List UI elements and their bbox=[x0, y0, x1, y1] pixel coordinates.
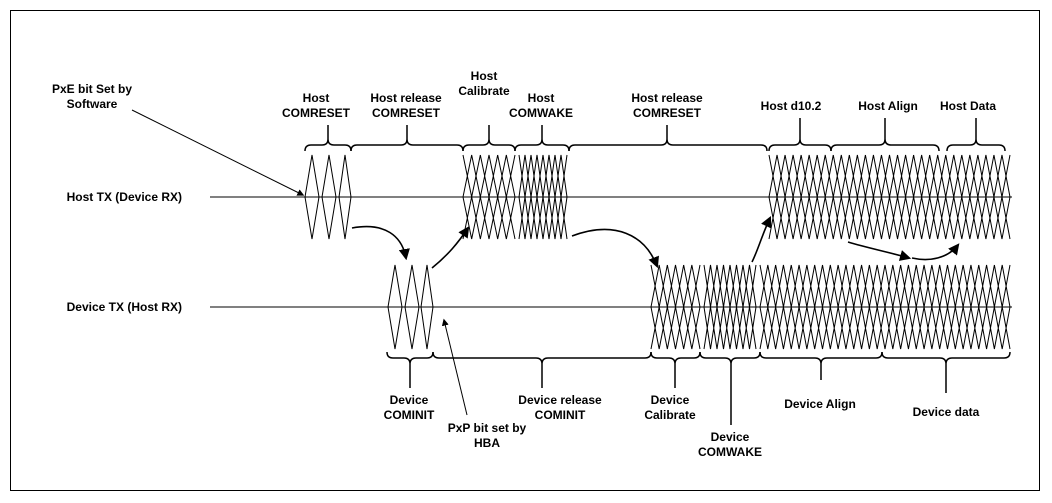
device-tx-label: Device TX (Host RX) bbox=[67, 300, 182, 314]
pxe-label: Software bbox=[67, 97, 118, 111]
device-release-cominit-label: COMINIT bbox=[535, 408, 586, 422]
host-release-comreset-label-2: Host release bbox=[631, 91, 703, 105]
device-calibrate-burst bbox=[650, 264, 701, 350]
diagram-frame bbox=[10, 10, 1040, 491]
host-comwake-label: Host bbox=[528, 91, 555, 105]
brace-host-comwake bbox=[514, 138, 570, 152]
brace-device-align bbox=[759, 351, 883, 365]
host-calibrate-burst bbox=[462, 154, 516, 240]
brace-device-release bbox=[432, 351, 652, 365]
host-comreset-label: Host bbox=[303, 91, 330, 105]
pxp-arrow bbox=[441, 318, 468, 416]
host-comreset-burst bbox=[304, 154, 320, 240]
host-calibrate-label: Host bbox=[471, 69, 498, 83]
arrow-device-comwake-to-d102 bbox=[751, 215, 772, 263]
brace-host-calibrate bbox=[462, 138, 516, 152]
device-align-label: Device Align bbox=[784, 397, 856, 411]
device-align-data-burst bbox=[759, 264, 1011, 350]
host-calibrate-label: Calibrate bbox=[458, 84, 510, 98]
pxe-arrow bbox=[131, 109, 305, 196]
brace-host-d102 bbox=[768, 138, 832, 152]
host-data-label: Host Data bbox=[940, 99, 996, 113]
device-cominit-burst bbox=[420, 264, 434, 350]
host-tx-label: Host TX (Device RX) bbox=[67, 190, 182, 204]
device-cominit-label: Device bbox=[390, 393, 429, 407]
host-comreset-burst bbox=[321, 154, 337, 240]
host-align-label: Host Align bbox=[858, 99, 918, 113]
brace-device-cominit bbox=[386, 351, 434, 365]
brace-host-data bbox=[946, 138, 1006, 152]
brace-host-release-2 bbox=[568, 138, 768, 152]
brace-host-release-1 bbox=[350, 138, 464, 152]
device-comwake-label: COMWAKE bbox=[698, 445, 762, 459]
host-data-burst bbox=[768, 154, 1011, 240]
pxp-label: PxP bit set by bbox=[448, 421, 527, 435]
host-comwake-burst bbox=[518, 154, 568, 240]
arrow-align-progress-1 bbox=[847, 241, 912, 261]
brace-device-data bbox=[881, 351, 1011, 365]
device-data-label: Device data bbox=[913, 405, 980, 419]
timing-braces bbox=[304, 118, 1011, 425]
device-calibrate-label: Calibrate bbox=[644, 408, 696, 422]
arrow-comreset-to-cominit bbox=[351, 225, 410, 261]
brace-host-comreset bbox=[304, 138, 352, 152]
arrow-align-progress-2 bbox=[911, 243, 960, 261]
arrow-comwake-to-device-calibrate bbox=[571, 228, 659, 269]
arrow-cominit-to-calibrate bbox=[431, 226, 470, 269]
host-comreset-label: COMRESET bbox=[282, 106, 351, 120]
device-comwake-label: Device bbox=[711, 430, 750, 444]
host-d102-label: Host d10.2 bbox=[761, 99, 822, 113]
handshake-arrows bbox=[131, 109, 960, 416]
device-calibrate-label: Device bbox=[651, 393, 690, 407]
device-cominit-burst bbox=[387, 264, 403, 350]
device-cominit-burst bbox=[404, 264, 420, 350]
host-release-comreset-label-2: COMRESET bbox=[633, 106, 702, 120]
host-comreset-burst bbox=[338, 154, 352, 240]
brace-device-calibrate bbox=[650, 351, 701, 365]
host-release-comreset-label: COMRESET bbox=[372, 106, 441, 120]
pxp-label: HBA bbox=[474, 436, 500, 450]
host-comwake-label: COMWAKE bbox=[509, 106, 573, 120]
host-release-comreset-label: Host release bbox=[370, 91, 442, 105]
brace-device-comwake bbox=[699, 351, 761, 365]
pxe-label: PxE bit Set by bbox=[52, 82, 132, 96]
device-comwake-burst bbox=[703, 264, 757, 350]
text-labels: PxE bit Set by Software Host COMRESET Ho… bbox=[52, 69, 996, 459]
device-cominit-label: COMINIT bbox=[384, 408, 435, 422]
waveform-bursts bbox=[304, 154, 1011, 350]
device-release-cominit-label: Device release bbox=[518, 393, 602, 407]
brace-host-align bbox=[830, 138, 940, 152]
